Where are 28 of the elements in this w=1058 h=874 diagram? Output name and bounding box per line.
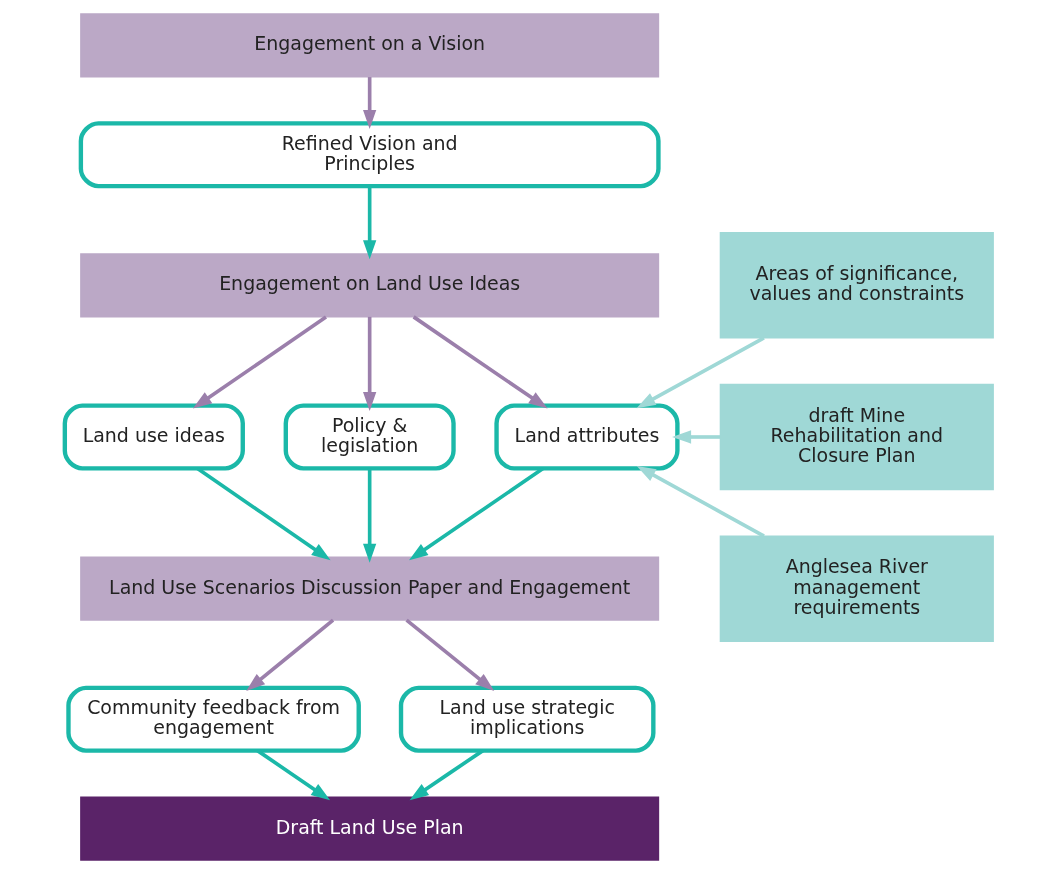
- arrow: [409, 749, 484, 801]
- arrow: [363, 186, 377, 260]
- node-box: Refined Vision and Principles: [78, 121, 661, 189]
- node-box: Areas of significance, values and constraints: [719, 232, 994, 339]
- arrow: [363, 316, 377, 411]
- arrow: [636, 465, 765, 538]
- arrow: [363, 468, 377, 563]
- arrow: [256, 749, 331, 801]
- arrow: [363, 77, 377, 129]
- node-box: Land Use Scenarios Discussion Paper and Engagement: [80, 556, 660, 621]
- arrow: [636, 336, 765, 409]
- arrow: [246, 618, 335, 692]
- node-box: Community feedback from engagement: [66, 685, 361, 753]
- node-box: draft Mine Rehabilitation and Closure Plan: [719, 383, 994, 491]
- node-box: Draft Land Use Plan: [80, 796, 660, 861]
- arrow: [409, 467, 545, 561]
- node-box: Land use strategic implications: [398, 685, 656, 753]
- node-box: Engagement on Land Use Ideas: [80, 253, 660, 318]
- node-box: Land attributes: [494, 403, 680, 471]
- arrow: [192, 315, 327, 409]
- arrow: [405, 618, 495, 692]
- node-box: Land use ideas: [62, 403, 245, 471]
- arrow: [412, 315, 548, 409]
- arrow: [196, 467, 331, 561]
- node-box: Engagement on a Vision: [80, 13, 660, 78]
- arrow: [672, 430, 721, 444]
- node-box: Anglesea River management requirements: [719, 535, 994, 642]
- node-box: Policy & legislation: [283, 403, 456, 471]
